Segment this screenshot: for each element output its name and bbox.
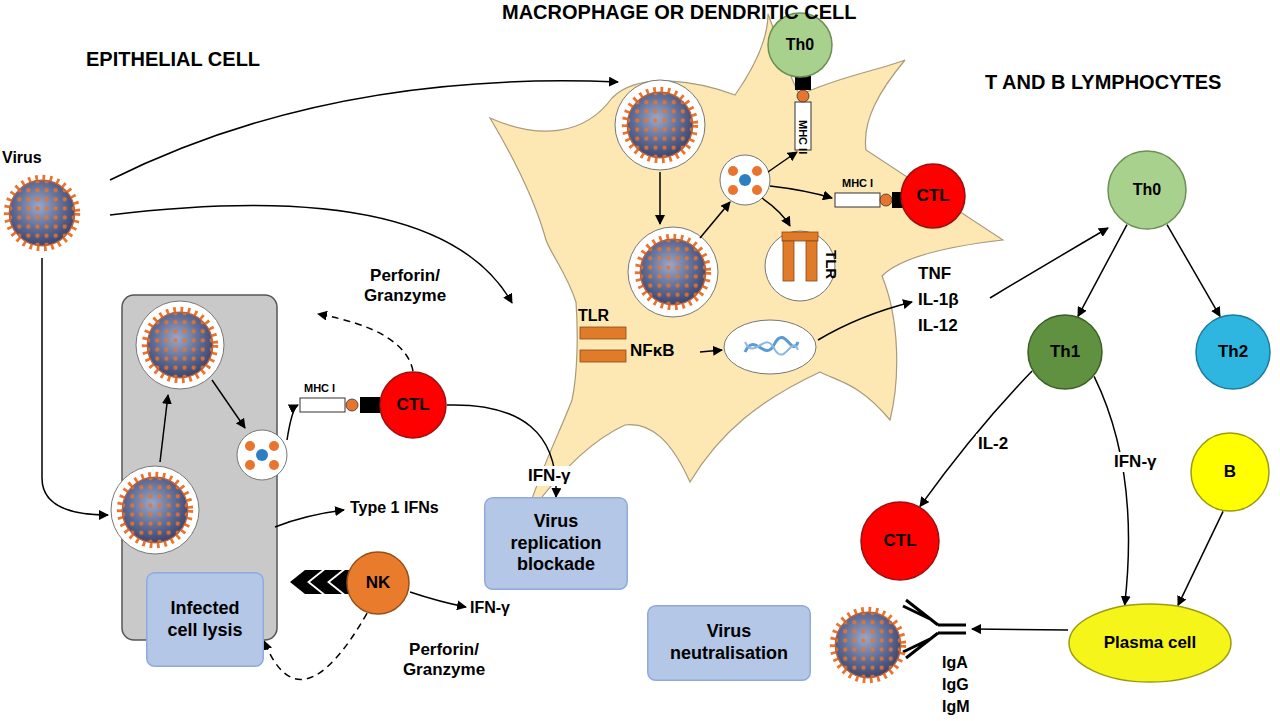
- edge-label: IFN-γ: [1112, 452, 1159, 472]
- vesicle: [111, 466, 199, 554]
- text-block: CTL: [883, 531, 916, 551]
- vesicle: [615, 80, 705, 170]
- round-shape: [901, 164, 965, 228]
- outcome-box: Virus replication blockade: [484, 497, 628, 590]
- mhc-label: MHC I: [842, 177, 873, 190]
- text-block: Virus neutralisation: [650, 617, 808, 668]
- round-shape: [1069, 604, 1231, 682]
- receptor-label: TLR: [578, 306, 609, 325]
- antibody-label: IgA: [942, 653, 968, 672]
- round-shape: [1028, 315, 1102, 389]
- edge-label: Perforin/ Granzyme: [392, 640, 496, 681]
- node-label: CTL: [916, 186, 949, 206]
- round-shape: [1196, 315, 1270, 389]
- connector-arrow: [1094, 376, 1128, 605]
- text-block: Th2: [1218, 342, 1248, 362]
- node-label: CTL: [883, 531, 916, 551]
- ctl-circle: CTL: [900, 163, 966, 229]
- cytokine-label: IFN-γ: [470, 598, 510, 617]
- text-block: Th0: [1133, 180, 1161, 199]
- connector-arrow: [920, 371, 1032, 506]
- b-cell-circle: B: [1190, 432, 1270, 512]
- plasma-cell-ellipse: Plasma cell: [1068, 603, 1232, 683]
- connector-arrow: [264, 613, 367, 679]
- mhc-symbol: [835, 192, 904, 208]
- nucleus: [724, 320, 816, 374]
- t-cell-circle: Th0: [1107, 150, 1187, 230]
- macrophage-cell: [490, 14, 1003, 520]
- dna: [745, 342, 798, 355]
- node-label: Th1: [1050, 342, 1080, 362]
- node-label: Virus replication blockade: [495, 511, 617, 576]
- tlr-symbol: [782, 232, 818, 281]
- antigen-vesicle: [237, 430, 287, 480]
- molecule-label: Perforin/ Granzyme: [350, 266, 460, 307]
- outcome-box: Infected cell lysis: [146, 572, 264, 667]
- vesicle: [628, 227, 718, 317]
- receptor-label: TLR: [822, 250, 840, 279]
- round-shape: [1108, 151, 1186, 229]
- connector-arrow: [1178, 511, 1223, 605]
- nk-circle: NK: [346, 551, 410, 615]
- cytokine-label: Type 1 IFNs: [350, 498, 439, 517]
- round-shape: [347, 552, 409, 614]
- node-label: NK: [366, 573, 391, 593]
- round-shape: [861, 502, 939, 580]
- round-shape: [380, 372, 446, 438]
- ctl-circle: CTL: [860, 501, 940, 581]
- virus-label: Virus: [2, 148, 42, 167]
- node-label: Th0: [1133, 180, 1161, 199]
- cytokine-label: IL-12: [918, 316, 958, 336]
- tlr-symbol: [580, 327, 626, 362]
- vesicle: [136, 301, 224, 389]
- text-block: NK: [366, 573, 391, 593]
- box-shape: [147, 573, 264, 667]
- node-label: Plasma cell: [1104, 633, 1197, 653]
- antibody-symbol: [903, 600, 966, 658]
- molecule-label: NFκB: [630, 341, 674, 361]
- section-heading: EPITHELIAL CELL: [86, 47, 260, 71]
- node-label: Infected cell lysis: [157, 598, 253, 641]
- text-block: Virus replication blockade: [487, 507, 625, 580]
- text-block: CTL: [396, 395, 429, 415]
- antibody-label: IgM: [942, 697, 970, 716]
- text-block: Th0: [786, 35, 814, 54]
- connector-arrow: [1167, 225, 1220, 317]
- text-block: CTL: [916, 186, 949, 206]
- outcome-box: Virus neutralisation: [647, 605, 811, 681]
- antibody-label: IgG: [942, 675, 969, 694]
- node-label: Virus neutralisation: [658, 621, 800, 664]
- nk-receptor: [290, 570, 352, 594]
- t-cell-circle: Th1: [1027, 314, 1103, 390]
- section-heading: T AND B LYMPHOCYTES: [985, 70, 1221, 94]
- ctl-circle: CTL: [379, 371, 447, 439]
- mhc-label: MHC I: [304, 382, 335, 395]
- node-label: Th0: [786, 35, 814, 54]
- node-label: CTL: [396, 395, 429, 415]
- text-block: Plasma cell: [1104, 633, 1197, 653]
- section-heading: MACROPHAGE OR DENDRITIC CELL: [502, 0, 856, 24]
- mhc-label: MHC II: [796, 120, 809, 154]
- round-shape: [1191, 433, 1269, 511]
- text-block: Infected cell lysis: [149, 594, 261, 645]
- edge-label: IFN-γ: [526, 466, 573, 486]
- node-label: Th2: [1218, 342, 1248, 362]
- mhc-symbol: [300, 397, 380, 413]
- edge-label: IL-2: [976, 434, 1010, 454]
- text-block: Th1: [1050, 342, 1080, 362]
- cytokine-label: IL-1β: [918, 290, 959, 310]
- cytokine-label: TNF: [918, 264, 951, 284]
- box-shape: [648, 606, 811, 681]
- node-label: B: [1224, 462, 1236, 482]
- t-cell-circle: Th2: [1195, 314, 1271, 390]
- connector-arrow: [1078, 225, 1127, 317]
- text-block: B: [1224, 462, 1236, 482]
- box-shape: [485, 498, 628, 590]
